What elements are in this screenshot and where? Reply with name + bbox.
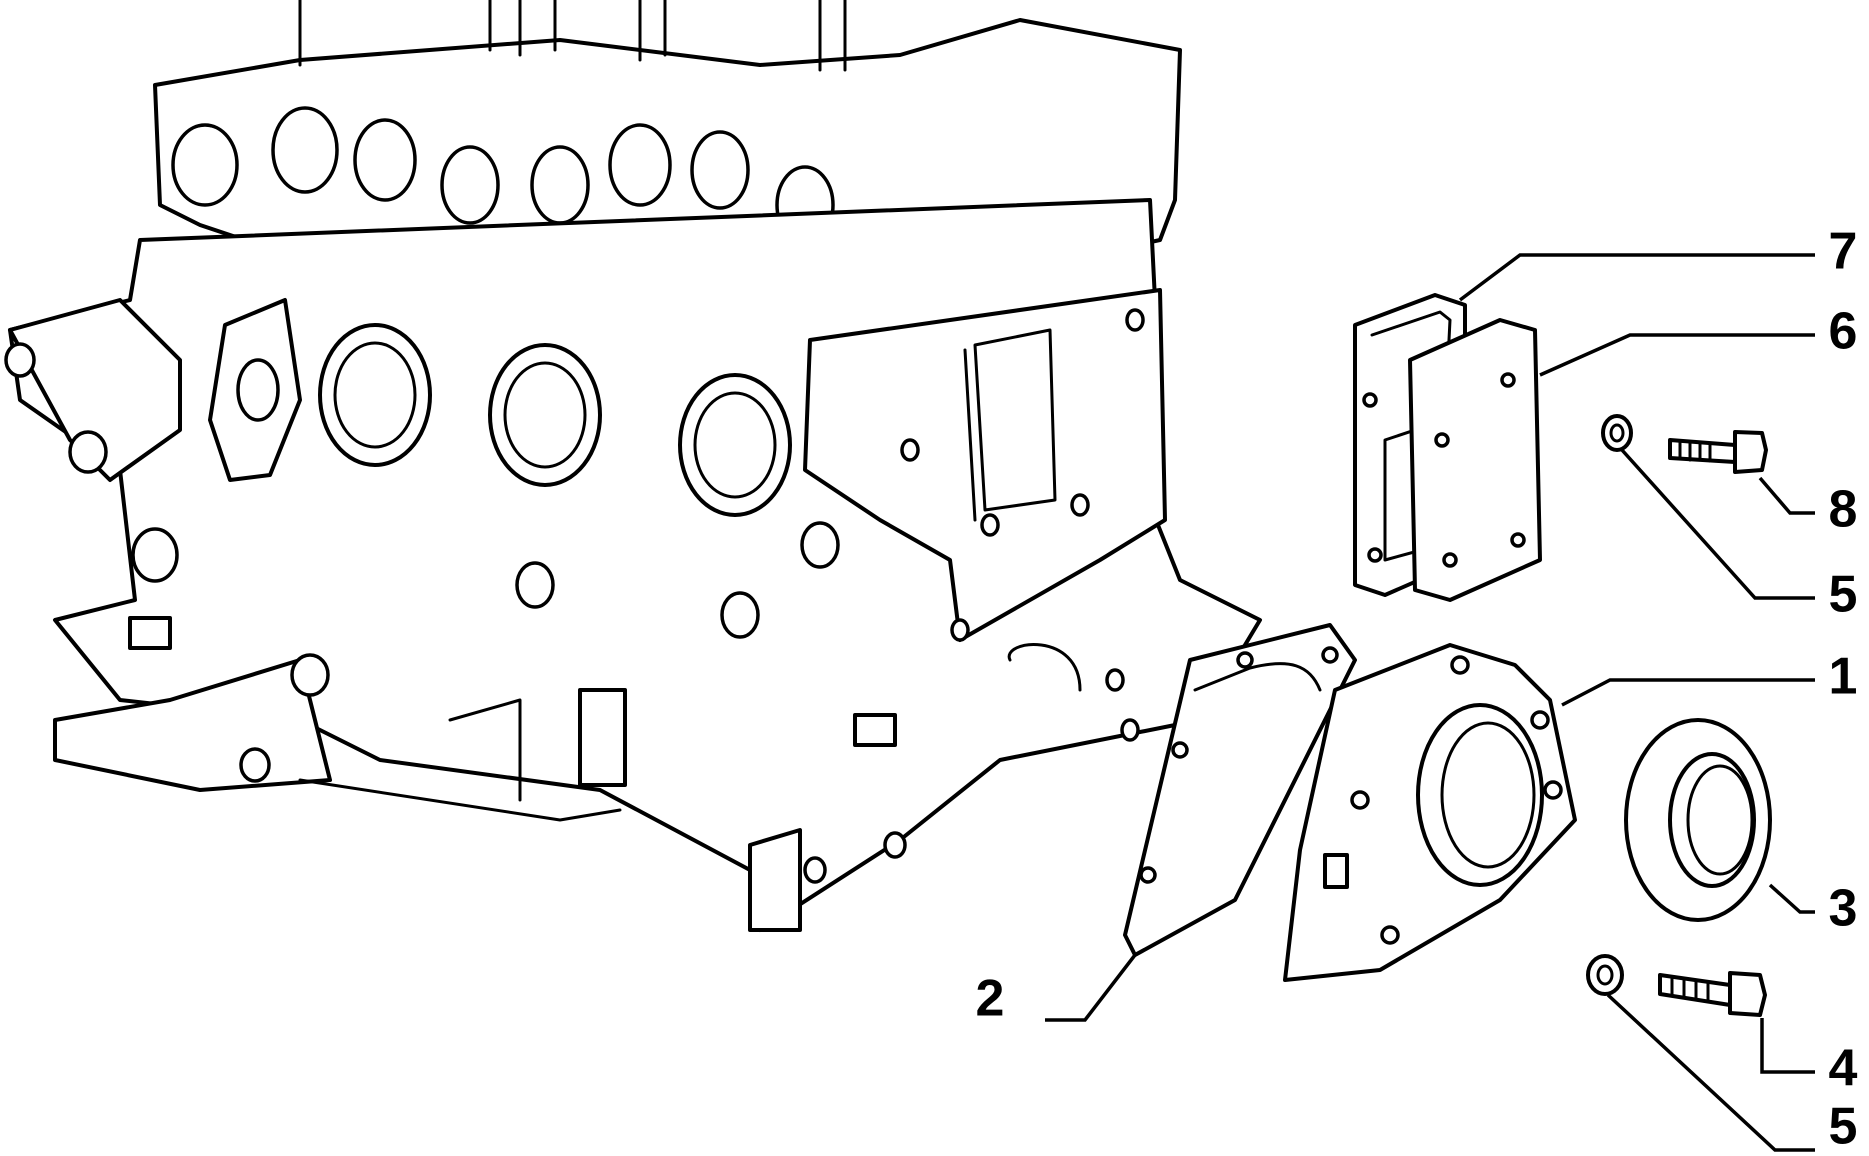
part-6-cover-plate <box>1408 318 1542 602</box>
callout-7: 7 <box>1829 223 1858 281</box>
studs <box>298 0 847 72</box>
engine-block <box>4 0 1262 932</box>
callout-5-upper: 5 <box>1829 566 1858 624</box>
part-5-washer-lower <box>1586 954 1624 996</box>
callout-5-lower: 5 <box>1829 1098 1858 1156</box>
callout-4: 4 <box>1829 1040 1858 1098</box>
part-4-bolt <box>1658 971 1767 1017</box>
part-2-seal-housing-gasket <box>1123 623 1357 957</box>
part-3-oil-seal <box>1624 718 1772 922</box>
callout-1: 1 <box>1829 648 1858 706</box>
bearing-bores <box>318 323 792 517</box>
intake-ports <box>171 106 835 245</box>
part-5-washer-upper <box>1601 414 1633 452</box>
callout-6: 6 <box>1829 303 1858 361</box>
callout-3: 3 <box>1829 880 1858 938</box>
part-1-rear-seal-housing <box>1283 643 1577 982</box>
leader-lines <box>1045 253 1815 1152</box>
callout-2: 2 <box>976 970 1005 1028</box>
callout-labels: 7 6 8 5 1 3 4 5 2 <box>976 223 1858 1156</box>
part-8-bolt <box>1668 430 1768 474</box>
callout-8: 8 <box>1829 481 1858 539</box>
